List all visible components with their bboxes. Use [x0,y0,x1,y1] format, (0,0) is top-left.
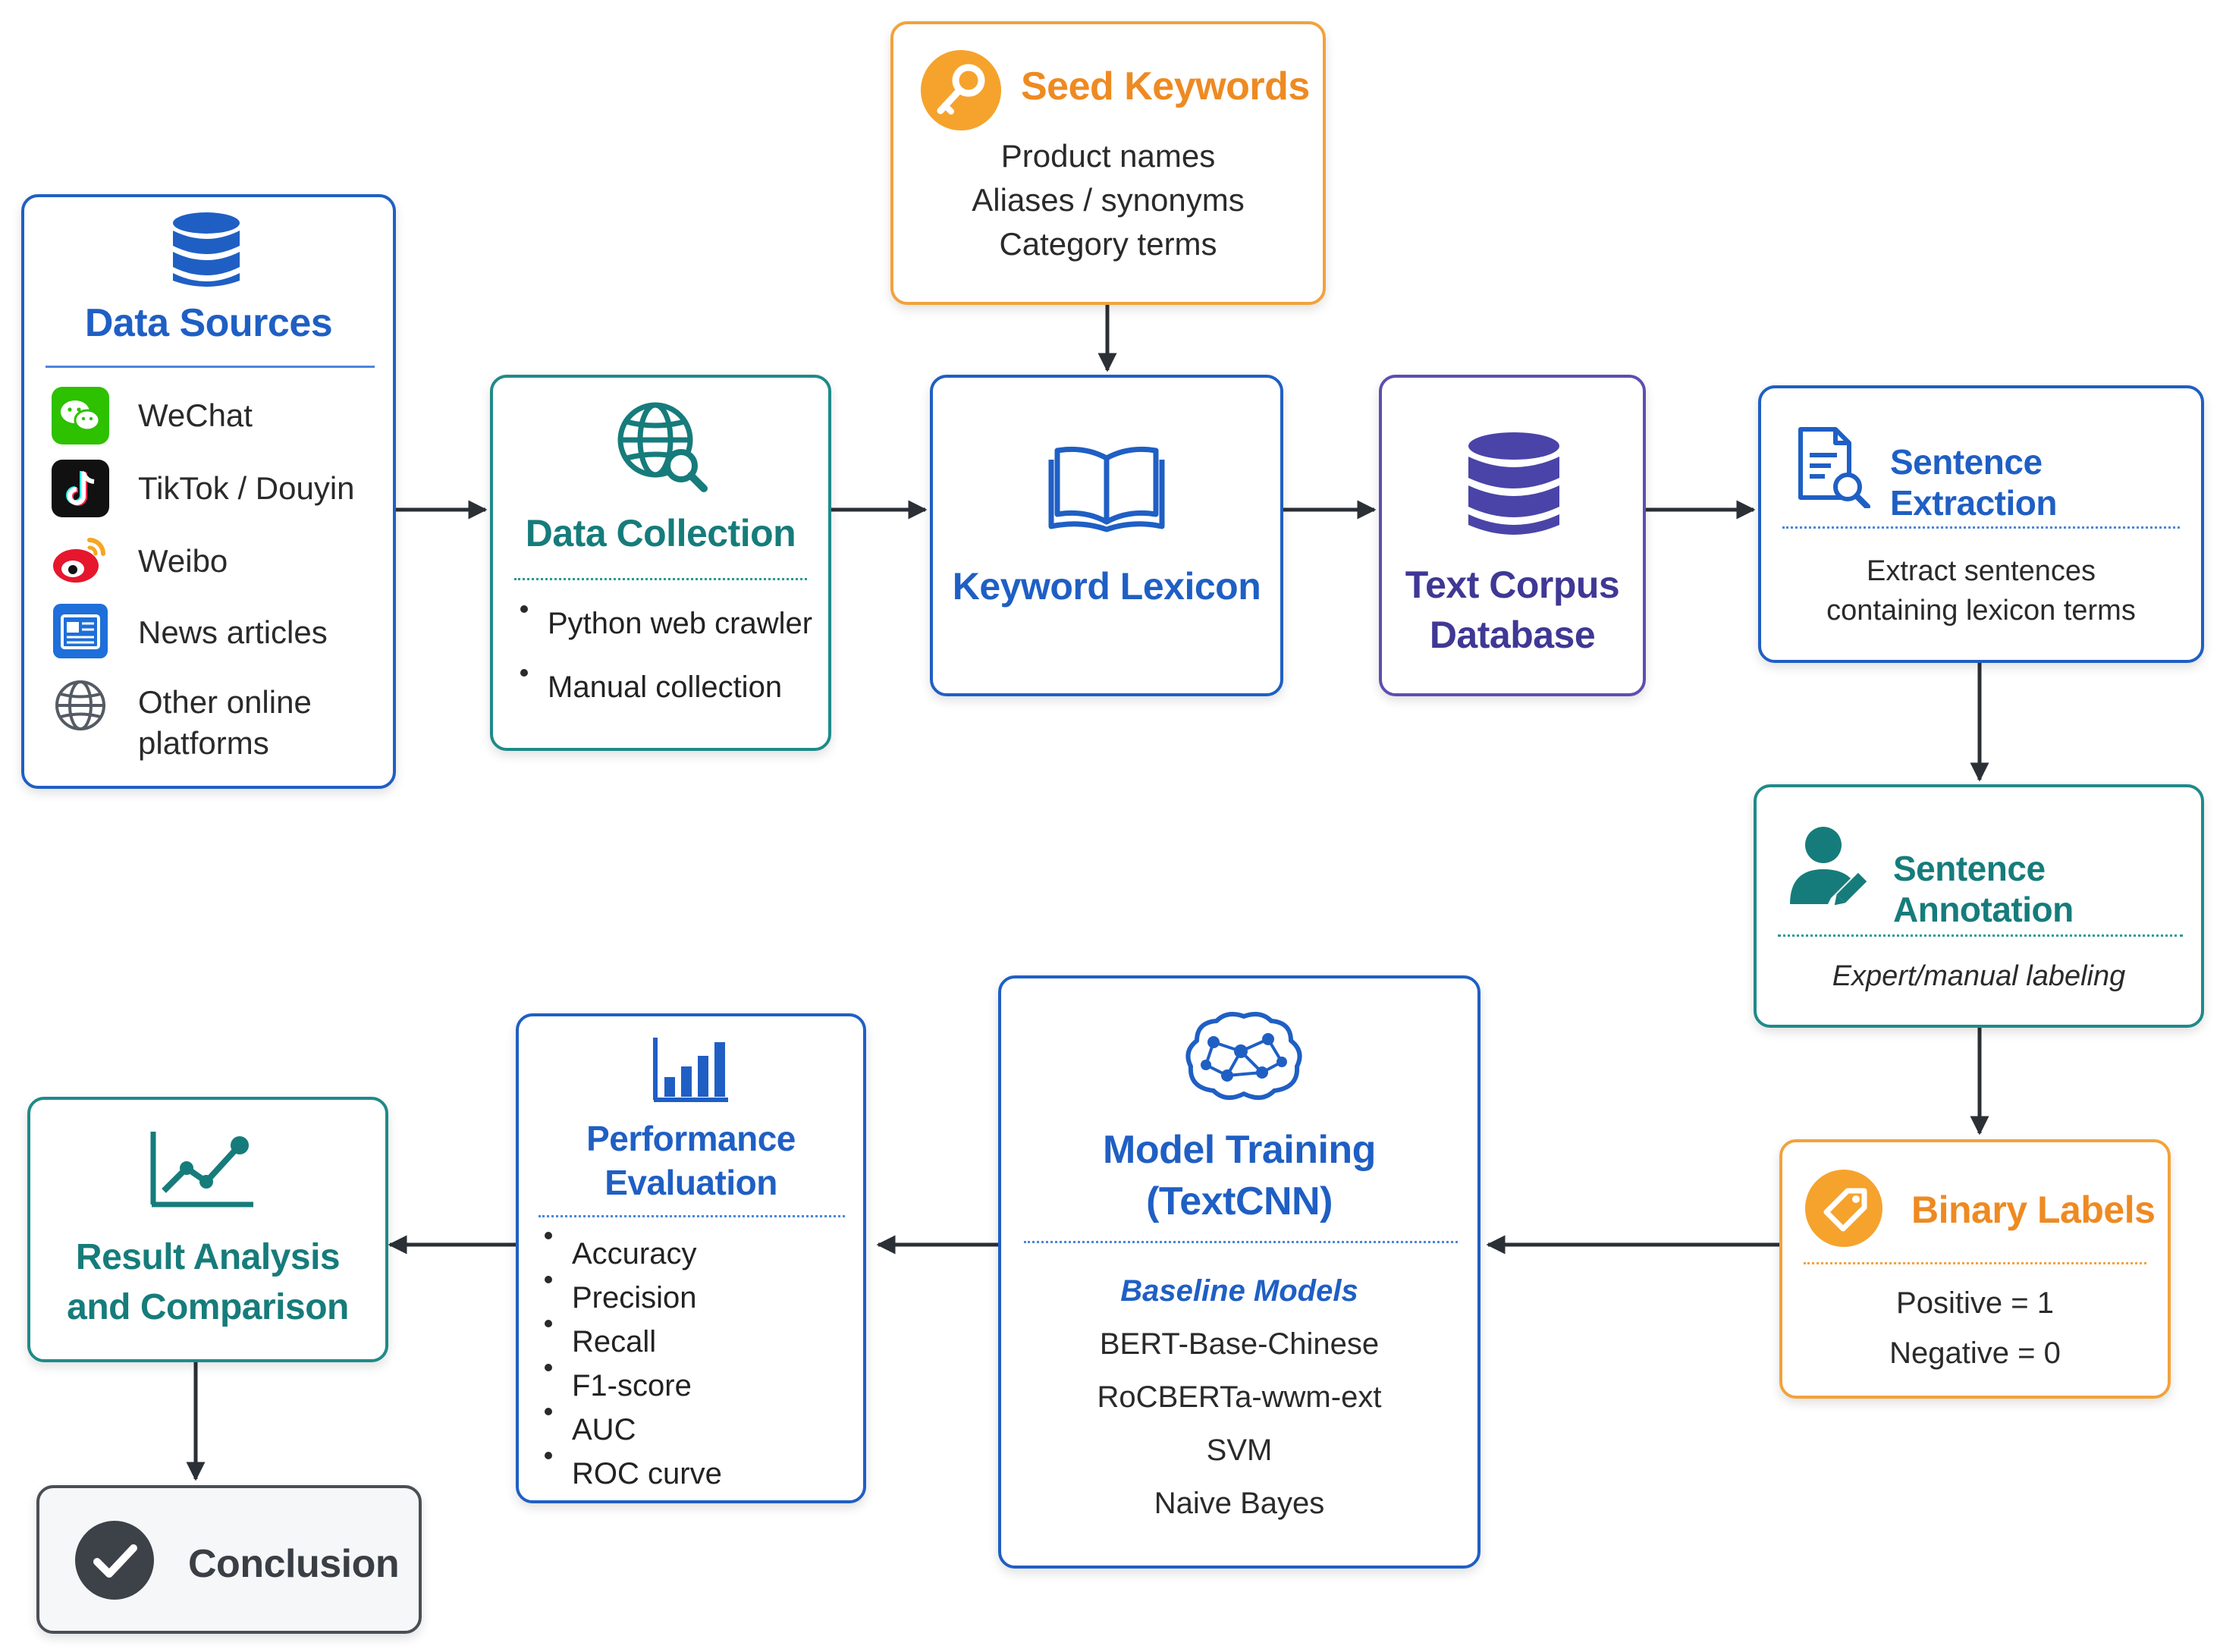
result-analysis-title: Result Analysis [75,1237,341,1277]
sentence-extraction-box: Sentence Extraction Extract sentences co… [1758,385,2204,663]
list-item: Recall [539,1320,722,1364]
divider [514,578,807,580]
text-corpus-box: Text Corpus Database [1379,375,1646,696]
source-label-weibo: Weibo [138,543,228,579]
source-label-wechat: WeChat [138,397,253,433]
text-corpus-title: Text Corpus [1405,564,1620,606]
sentence-annotation-title: Sentence Annotation [1893,849,2074,929]
conclusion-title: Conclusion [188,1542,400,1586]
sentence-annotation-box: Sentence Annotation Expert/manual labeli… [1754,784,2204,1028]
sentence-extraction-desc-line2: containing lexicon terms [1826,595,2136,627]
divider [1782,526,2180,529]
list-item: F1-score [539,1364,722,1408]
user-edit-icon [1790,827,1867,906]
seed-keywords-box: Seed Keywords Product names Aliases / sy… [890,21,1326,305]
binary-labels-box: Binary Labels Positive = 1 Negative = 0 [1779,1139,2171,1399]
data-sources-title: Data Sources [84,301,333,345]
divider [539,1215,845,1217]
sentence-extraction-desc: Extract sentences [1866,555,2096,587]
baseline-model: SVM [1206,1434,1273,1467]
news-icon [53,604,108,658]
globe-icon [55,680,105,730]
list-item: Precision [539,1276,722,1320]
divider [1024,1241,1458,1243]
weibo-icon [53,538,105,583]
baseline-model: BERT-Base-Chinese [1099,1327,1380,1361]
performance-evaluation-title-line2: Evaluation [604,1163,777,1202]
baseline-model: RoCBERTa-wwm-ext [1097,1380,1382,1414]
collection-methods-list: Python web crawler Manual collection [514,605,812,705]
data-sources-box: Data Sources WeChat TikTok / Douyin Weib… [21,194,396,789]
seed-keyword-line: Category terms [999,226,1217,262]
source-label-other: Other online [138,684,312,720]
baseline-models-heading: Baseline Models [1120,1274,1358,1308]
list-item: Manual collection [514,669,812,705]
database-icon [1468,432,1559,535]
binary-label-negative: Negative = 0 [1889,1336,2061,1370]
wechat-icon [52,387,109,444]
list-item: Python web crawler [514,605,812,642]
divider [1804,1262,2146,1264]
seed-keyword-line: Aliases / synonyms [972,182,1245,218]
globe-search-icon [617,402,708,492]
divider [1778,934,2183,937]
performance-evaluation-title: Performance [586,1119,796,1158]
tiktok-icon [52,460,109,517]
seed-keywords-title: Seed Keywords [1021,64,1310,108]
document-search-icon [1798,427,1870,508]
brain-network-icon [1185,1012,1302,1101]
baseline-model: Naive Bayes [1154,1487,1325,1520]
result-analysis-title-line2: and Comparison [67,1287,349,1327]
metrics-list: Accuracy Precision Recall F1-score AUC R… [539,1232,722,1496]
keyword-lexicon-title: Keyword Lexicon [952,565,1261,608]
text-corpus-title-line2: Database [1429,614,1596,656]
sentence-annotation-desc: Expert/manual labeling [1832,960,2126,992]
binary-labels-title: Binary Labels [1911,1189,2156,1231]
binary-label-positive: Positive = 1 [1896,1286,2054,1320]
data-collection-title: Data Collection [525,512,796,554]
model-training-title: Model Training [1103,1128,1376,1172]
seed-keyword-line: Product names [1000,138,1216,174]
tag-icon [1805,1170,1882,1247]
list-item: Accuracy [539,1232,722,1276]
check-circle-icon [75,1521,154,1600]
performance-evaluation-box: Performance Evaluation Accuracy Precisio… [516,1013,866,1503]
conclusion-box: Conclusion [36,1485,422,1634]
trend-chart-icon [150,1132,253,1208]
sentence-extraction-title: Sentence Extraction [1890,442,2057,523]
model-training-box: Model Training (TextCNN) Baseline Models… [998,975,1481,1569]
divider [46,366,375,368]
model-training-title-line2: (TextCNN) [1146,1179,1333,1223]
source-label-other-line2: platforms [138,725,269,761]
bar-chart-icon [653,1038,728,1102]
result-analysis-box: Result Analysis and Comparison [27,1097,388,1362]
keyword-lexicon-box: Keyword Lexicon [930,375,1283,696]
database-icon [173,212,240,287]
list-item: ROC curve [539,1452,722,1496]
source-label-tiktok: TikTok / Douyin [138,470,355,506]
data-collection-box: Data Collection Python web crawler Manua… [490,375,831,751]
list-item: AUC [539,1408,722,1452]
book-icon [1048,446,1165,532]
source-label-news: News articles [138,614,328,650]
key-icon [921,50,1001,130]
